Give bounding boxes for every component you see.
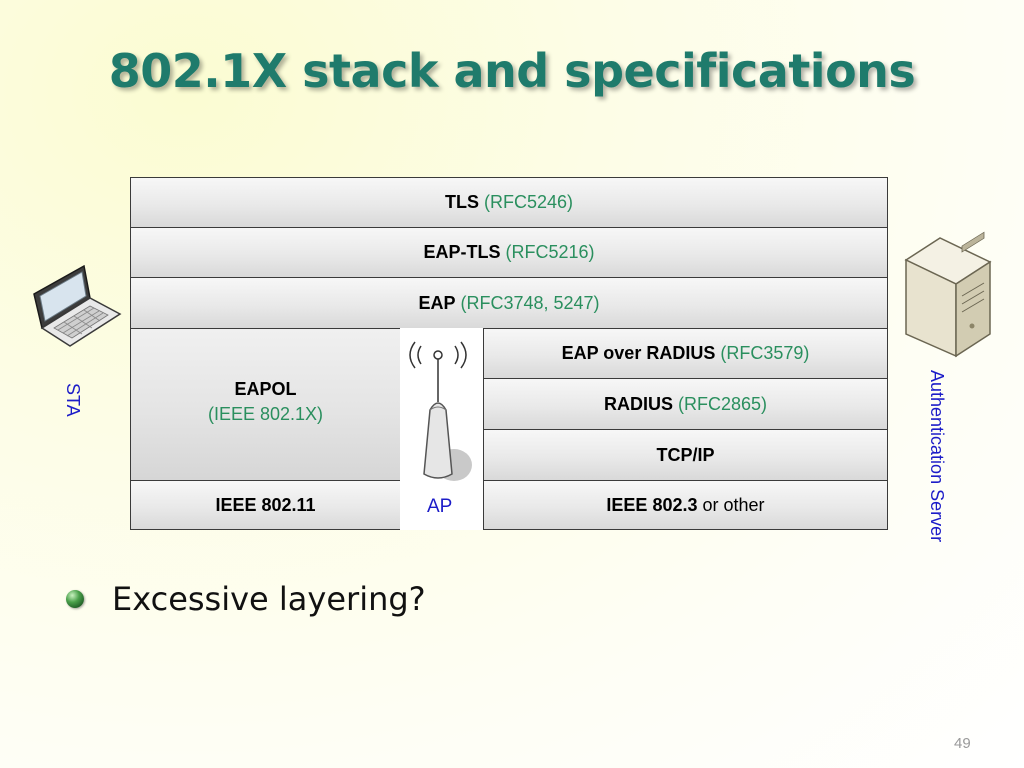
layer-ieee80211: IEEE 802.11	[130, 480, 401, 530]
layer-radius-rfc: (RFC2865)	[678, 393, 768, 414]
layer-tls-rfc: (RFC5246)	[483, 192, 574, 212]
layer-eapol-name: EAPOL	[234, 379, 297, 399]
ap-label: AP	[427, 496, 453, 517]
layer-eapol: EAPOL (IEEE 802.1X)	[130, 328, 401, 481]
server-tower-icon	[904, 231, 992, 358]
layer-eap-over-radius-rfc: (RFC3579)	[720, 343, 810, 363]
layer-eap-rfc: (RFC3748, 5247)	[460, 292, 600, 313]
layer-eap-tls-rfc: (RFC5216)	[505, 242, 595, 262]
layer-ieee8023-name: IEEE 802.3	[606, 494, 698, 515]
auth-server-label-line2: Server	[927, 489, 947, 543]
laptop-icon	[33, 264, 122, 347]
layer-radius-name: RADIUS	[603, 393, 673, 414]
layer-tls-name: TLS	[444, 192, 479, 212]
layer-eap-over-radius-name: EAP over RADIUS	[561, 343, 716, 363]
layer-eap-tls: EAP-TLS (RFC5216)	[130, 227, 888, 278]
layer-tcpip-name: TCP/IP	[656, 444, 715, 465]
layer-eap-name: EAP	[418, 292, 456, 313]
green-sphere-bullet-icon	[66, 590, 84, 608]
layer-ieee80211-name: IEEE 802.11	[215, 494, 316, 515]
layer-eapol-sub: (IEEE 802.1X)	[207, 404, 324, 424]
layer-ieee8023: IEEE 802.3 or other	[483, 480, 888, 530]
layer-eap-tls-name: EAP-TLS	[423, 242, 501, 262]
bullet-text: Excessive layering?	[112, 580, 426, 618]
sta-label: STA	[63, 383, 83, 417]
auth-server-label: Authentication Server	[926, 370, 948, 542]
page-number: 49	[954, 735, 971, 752]
layer-eap-over-radius: EAP over RADIUS (RFC3579)	[483, 328, 888, 379]
layer-ieee8023-suffix: or other	[702, 494, 765, 515]
layer-tls: TLS (RFC5246)	[130, 177, 888, 228]
layer-radius: RADIUS (RFC2865)	[483, 378, 888, 430]
layer-tcpip: TCP/IP	[483, 429, 888, 481]
auth-server-label-line1: Authentication	[927, 370, 947, 485]
layer-eap: EAP (RFC3748, 5247)	[130, 277, 888, 329]
access-point-antenna-icon	[409, 341, 472, 481]
slide-title: 802.1X stack and specifications	[108, 44, 916, 98]
